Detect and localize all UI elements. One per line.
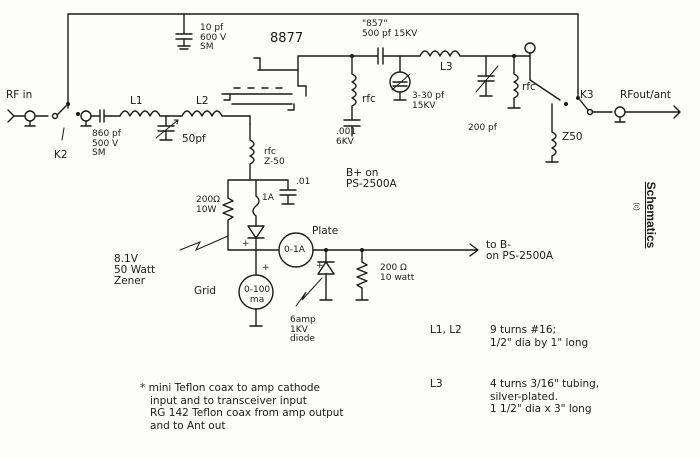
- label-k3: K3: [580, 89, 594, 101]
- label-grid: Grid: [194, 285, 217, 297]
- plate-rfc: [343, 54, 361, 137]
- grid-meter: [238, 249, 274, 327]
- bypass-wire: [67, 13, 579, 109]
- capacitor-860pf: [99, 109, 121, 123]
- label-cap-857: "857" 500 pf 15KV: [362, 19, 418, 39]
- label-l2: L2: [196, 95, 209, 107]
- capacitor-50pf: [155, 115, 179, 141]
- capacitor-3-30pf: [389, 55, 411, 101]
- footnote: * mini Teflon coax to amp cathode input …: [140, 382, 344, 432]
- label-k2: K2: [54, 149, 68, 161]
- label-tube: 8877: [270, 31, 304, 46]
- label-resistor-200ohm: 200Ω 10W: [196, 195, 221, 215]
- inductor-l3: [419, 50, 531, 57]
- note-l3-spec: 4 turns 3/16" tubing, silver-plated. 1 1…: [490, 378, 600, 415]
- resistor-200ohm-10watt: [355, 249, 369, 301]
- plus-sign-grid: +: [262, 263, 270, 273]
- rf-in-connector: [7, 109, 49, 127]
- note-l3-name: L3: [430, 378, 443, 390]
- plus-sign-zener: +: [242, 239, 250, 249]
- label-cap-860pf: 860 pf 500 V SM: [92, 129, 121, 158]
- diagram-title: Schematics: [644, 181, 658, 249]
- inductor-l2: [181, 110, 251, 117]
- note-l1l2-spec: 9 turns #16; 1/2" dia by 1" long: [490, 324, 589, 349]
- tube-8877: [221, 57, 307, 125]
- cathode-connector: [80, 110, 101, 127]
- rf-out-connector: [614, 105, 681, 123]
- label-cap-10pf: 10 pf 600 V SM: [200, 23, 227, 52]
- label-cap-001: .001 6KV: [336, 127, 357, 147]
- label-plate: Plate: [312, 225, 339, 237]
- inductor-l1: [119, 110, 183, 117]
- copyright-mark: (c): [632, 202, 640, 211]
- protection-diode: [295, 249, 335, 307]
- label-bplus: B+ on PS-2500A: [346, 167, 397, 190]
- label-cap-01: .01: [296, 177, 311, 187]
- label-rf-in: RF in: [6, 89, 33, 101]
- label-resistor-200ohm-10watt: 200 Ω 10 watt: [380, 263, 415, 283]
- label-zener: 8.1V 50 Watt Zener: [114, 253, 156, 287]
- label-z50: Z50: [562, 131, 583, 143]
- label-l3: L3: [440, 61, 453, 73]
- label-plate-rfc: rfc: [362, 93, 376, 105]
- plus-sign-plate: +: [316, 261, 324, 271]
- label-l1: L1: [130, 95, 143, 107]
- label-fuse-1a: 1A: [262, 193, 274, 203]
- capacitor-10pf: [175, 13, 193, 50]
- cathode-rfc: [227, 123, 297, 205]
- k3-relay: [545, 96, 613, 163]
- plate-meter: [278, 232, 479, 268]
- label-meter-grid: 0-100 ma: [244, 285, 271, 305]
- label-cap-50pf: 50pf: [182, 133, 206, 145]
- label-rf-out: RFout/ant: [620, 89, 671, 101]
- fuse-1a: [252, 179, 260, 227]
- k2-relay: [51, 102, 80, 141]
- label-cathode-rfc: rfc Z-50: [264, 147, 285, 167]
- note-l1l2-name: L1, L2: [430, 324, 462, 336]
- resistor-200ohm: [222, 197, 257, 251]
- label-output-rfc: rfc: [522, 81, 536, 93]
- output-connector: [524, 42, 561, 101]
- label-meter-plate: 0-1A: [284, 245, 305, 255]
- label-to-b-minus: to B- on PS-2500A: [486, 239, 554, 262]
- output-rfc: [507, 54, 521, 109]
- label-diode: 6amp 1KV diode: [290, 315, 316, 344]
- label-cap-200pf: 200 pf: [468, 123, 497, 133]
- plate-line: [297, 55, 379, 71]
- zener-diode: [179, 225, 279, 252]
- label-cap-3-30pf: 3-30 pf 15KV: [412, 91, 445, 111]
- capacitor-857: [377, 47, 421, 65]
- capacitor-200pf: [475, 55, 499, 97]
